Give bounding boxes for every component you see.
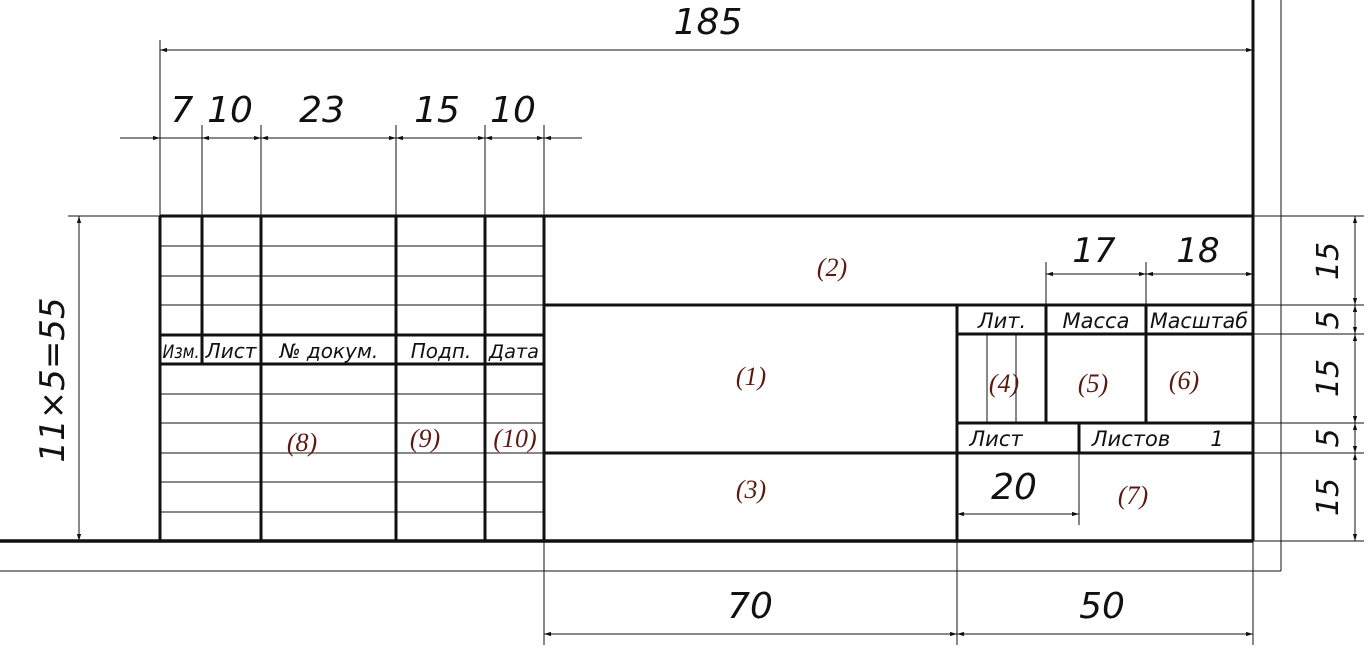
dim-20-label: 20 — [991, 467, 1037, 508]
field-5: (5) — [1078, 369, 1108, 398]
dimension-lines — [76, 47, 1358, 637]
frame — [0, 0, 1282, 572]
dim-55-label: 11×5=55 — [33, 297, 73, 462]
title-block-grid — [158, 214, 1253, 541]
dim-17-label: 17 — [1072, 231, 1116, 271]
field-2: (2) — [817, 253, 847, 282]
dim-row15b-label: 15 — [1311, 359, 1346, 397]
thin-grid — [160, 245, 1017, 513]
label-lit: Лит. — [977, 309, 1026, 333]
dim-7-label: 7 — [171, 90, 194, 131]
field-6: (6) — [1169, 366, 1199, 395]
dim-10b-label: 10 — [490, 90, 536, 131]
dim-row5b-label: 5 — [1311, 428, 1346, 447]
dim-18-label: 18 — [1176, 231, 1219, 271]
header-izm: Изм. — [163, 341, 200, 363]
header-list: Лист — [205, 339, 258, 363]
dimension-labels: 185 7 10 23 15 10 11×5=55 17 18 20 70 50… — [33, 2, 1346, 627]
dim-row5a-label: 5 — [1311, 310, 1346, 329]
dim-row15a-label: 15 — [1311, 242, 1346, 280]
label-sheets-count: 1 — [1210, 427, 1223, 451]
dim-row15c-label: 15 — [1311, 478, 1346, 516]
label-sheet: Лист — [968, 427, 1023, 451]
dim-10-label: 10 — [207, 90, 253, 131]
left-headers: Изм. Лист № докум. Подп. Дата — [163, 339, 540, 363]
field-7: (7) — [1118, 481, 1148, 510]
label-mass: Масса — [1063, 309, 1130, 333]
field-3: (3) — [736, 475, 766, 504]
label-scale: Масштаб — [1150, 309, 1248, 333]
field-10: (10) — [493, 424, 536, 453]
dim-15-label: 15 — [414, 90, 460, 131]
extension-lines — [68, 40, 1364, 645]
field-numbers: (1) (2) (3) (4) (5) (6) (7) (8) (9) (10) — [287, 253, 1199, 510]
right-block-labels: Лит. Масса Масштаб Лист Листов 1 — [968, 309, 1248, 451]
label-sheets: Листов — [1091, 427, 1170, 451]
field-8: (8) — [287, 428, 317, 457]
field-4: (4) — [989, 369, 1019, 398]
header-date: Дата — [488, 341, 539, 363]
field-1: (1) — [736, 362, 766, 391]
dim-185-label: 185 — [674, 2, 743, 43]
dim-70-label: 70 — [727, 586, 773, 627]
field-9: (9) — [410, 424, 440, 453]
dim-23-label: 23 — [299, 90, 345, 131]
dim-50-label: 50 — [1079, 586, 1125, 627]
header-doc-no: № докум. — [279, 339, 379, 363]
header-signature: Подп. — [411, 339, 472, 363]
